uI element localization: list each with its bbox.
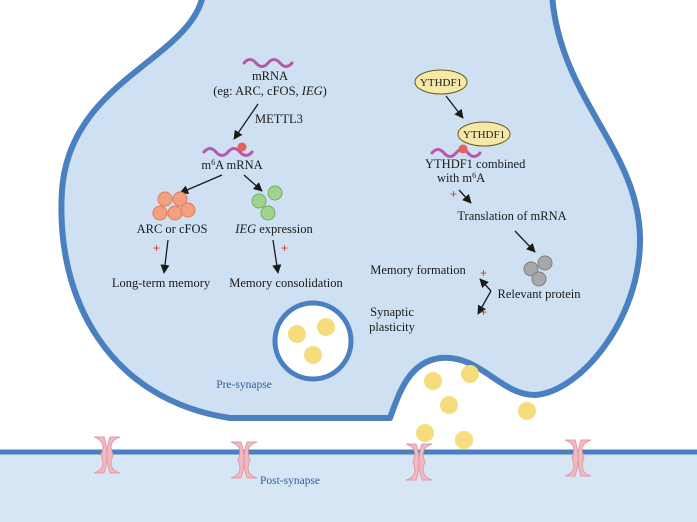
arrow-mrna-to-m6a — [233, 103, 259, 140]
memory-formation-label: Memory formation — [370, 263, 466, 277]
bracket-protein-plasticity — [477, 290, 492, 315]
synaptic-plasticity-line1: Synaptic — [370, 305, 414, 319]
memory-consolidation-label: Memory consolidation — [229, 276, 343, 290]
neurotransmitter-dot — [317, 318, 335, 336]
post-synapse-label: Post-synapse — [260, 475, 320, 487]
mrna-strand-icon — [242, 58, 294, 68]
relevant-protein-cluster — [523, 255, 553, 287]
ythdf1-bound-complex: YTHDF1 — [430, 121, 511, 158]
plus-memory-formation: + — [480, 266, 487, 280]
arrow-m6a-to-ieg — [243, 174, 263, 192]
bound-m6a-mark-icon — [458, 144, 468, 154]
long-term-memory-label: Long-term memory — [112, 276, 211, 290]
ythdf1-combined-line2: with m6A — [437, 171, 485, 186]
arrow-combined-to-translation — [458, 189, 472, 204]
arc-cfos-protein-cluster — [152, 191, 196, 221]
plus-ieg: + — [281, 241, 288, 255]
arrow-m6a-to-arc — [179, 174, 223, 194]
receptor-channel-3 — [405, 443, 433, 481]
synaptic-vesicle — [272, 300, 354, 382]
translation-label: Translation of mRNA — [457, 209, 566, 223]
pre-synapse-terminal — [58, 0, 643, 421]
ythdf1-combined-line1: YTHDF1 combined — [425, 157, 526, 171]
arrow-ieg-to-consolidation — [272, 239, 282, 274]
enzyme-label: METTL3 — [255, 112, 303, 126]
arrow-ythdf1-binding — [445, 95, 464, 119]
arrow-translation-to-protein — [514, 230, 536, 253]
receptor-channel-4 — [564, 439, 592, 477]
plus-synaptic-plasticity: + — [480, 305, 487, 319]
ythdf1-top-label: YTHDF1 — [420, 77, 462, 89]
ythdf1-bound-label: YTHDF1 — [463, 129, 505, 141]
released-neurotransmitters — [416, 365, 536, 449]
arrow-arc-to-ltm — [160, 239, 170, 274]
receptor-channel-1 — [93, 436, 121, 474]
ythdf1-reader: YTHDF1 — [414, 69, 468, 95]
mrna-title: mRNA — [252, 69, 288, 83]
synaptic-plasticity-line2: plasticity — [369, 320, 416, 334]
neurotransmitter-dot — [304, 346, 322, 364]
m6a-mark-icon — [237, 142, 247, 152]
receptor-channel-2 — [230, 441, 258, 479]
bound-mrna-strand-icon — [430, 148, 482, 158]
bracket-protein-outcomes — [479, 278, 492, 292]
arc-cfos-label: ARC or cFOS — [137, 222, 208, 236]
ieg-expression-label: IEG expression — [234, 222, 313, 236]
neurotransmitter-dot — [288, 325, 306, 343]
pre-synapse-label: Pre-synapse — [216, 379, 272, 391]
mrna-examples: (eg: ARC, cFOS, IEG) — [213, 84, 327, 98]
receptor-channels — [93, 436, 592, 481]
relevant-protein-label: Relevant protein — [498, 287, 582, 301]
m6a-mrna-strand-icon — [202, 147, 254, 157]
plus-translation: + — [450, 187, 457, 201]
m6a-mrna-label: m6A mRNA — [201, 158, 262, 173]
ieg-product-cluster — [251, 185, 283, 221]
plus-arc: + — [153, 241, 160, 255]
